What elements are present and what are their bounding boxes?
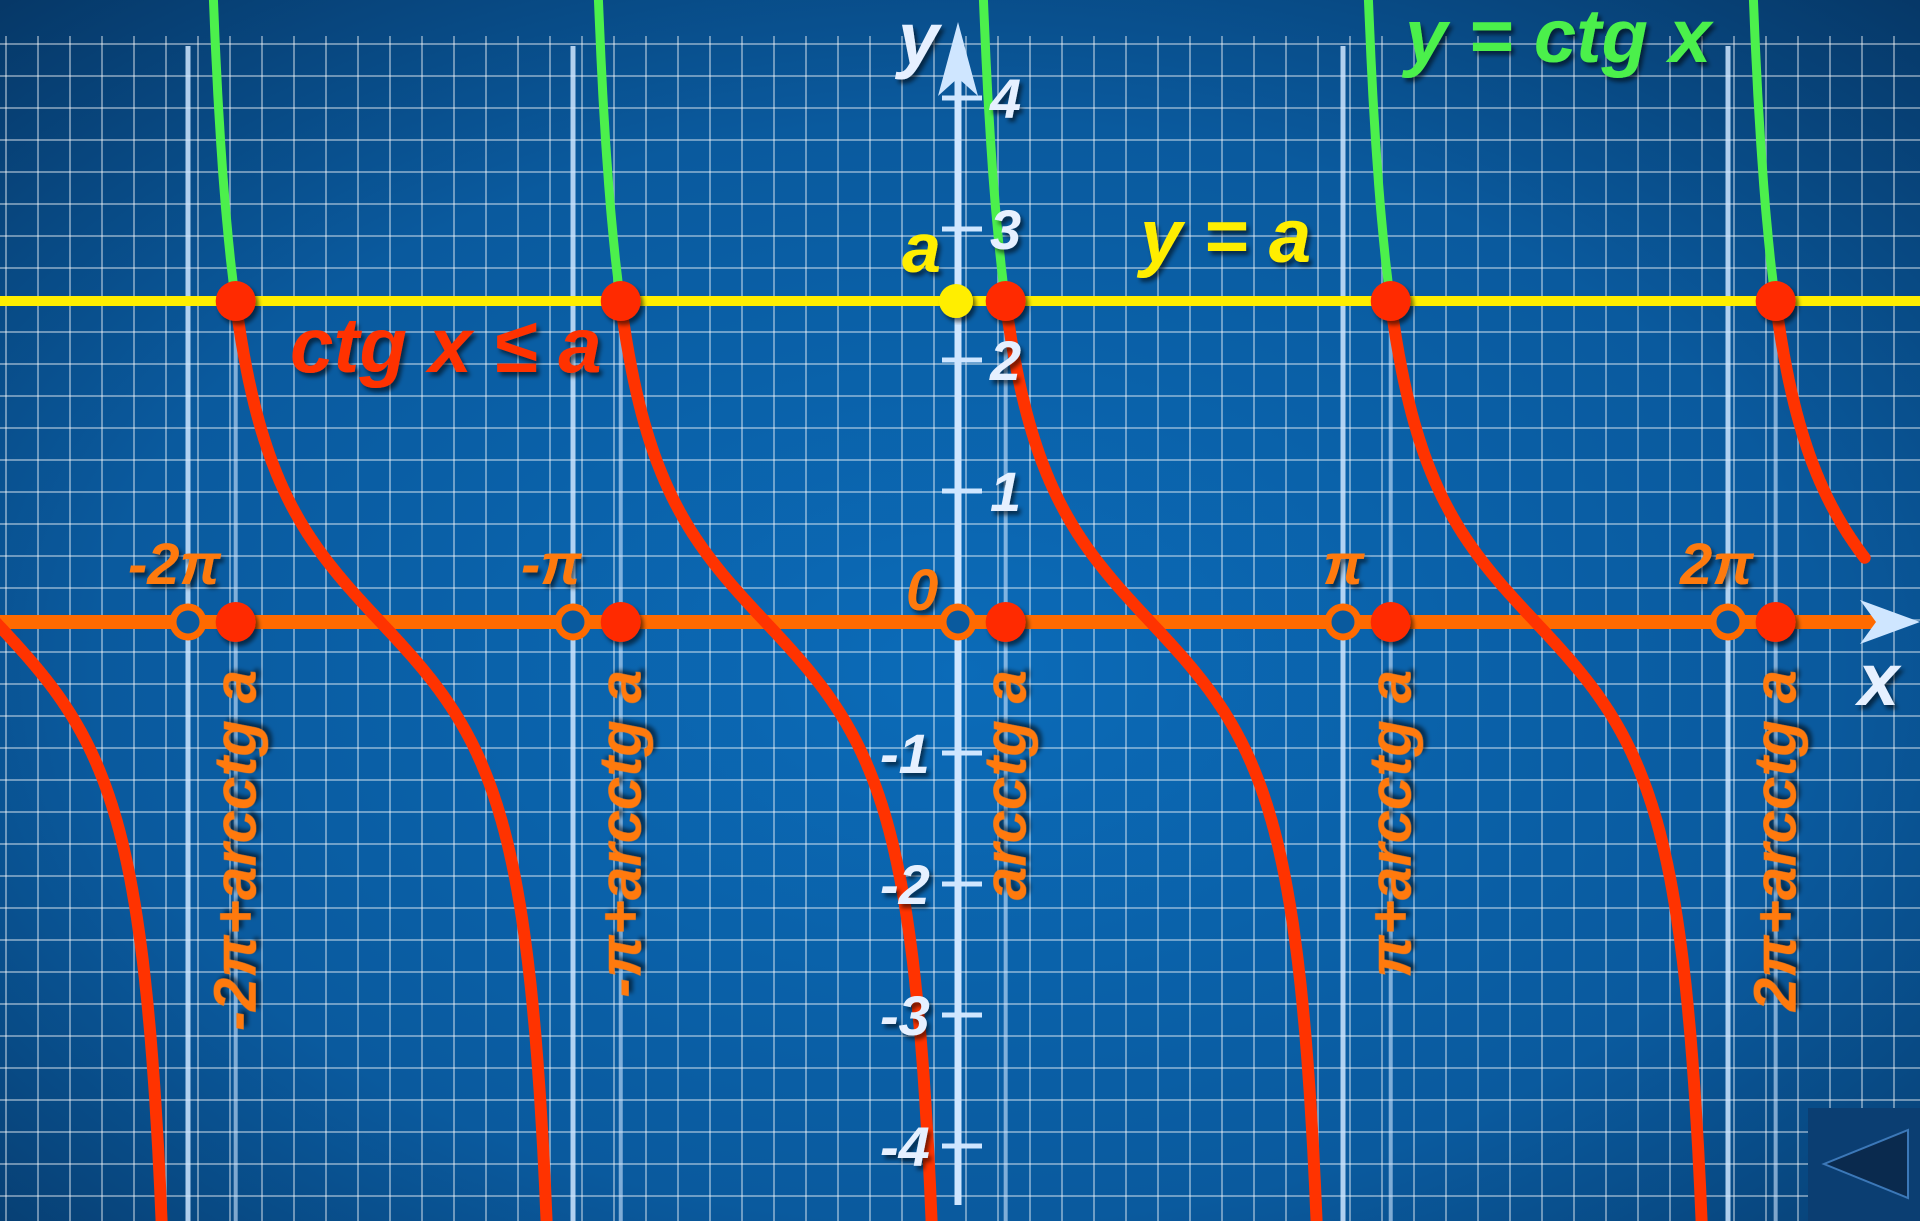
root-point-x-axis	[985, 602, 1026, 642]
excluded-point	[554, 603, 592, 641]
solution-curve-branch	[615, 299, 938, 1221]
excluded-point	[939, 603, 977, 641]
excluded-point	[1324, 603, 1362, 641]
root-label: 2π+arcctg a	[1742, 670, 1809, 1012]
root-point-a-line	[985, 281, 1026, 322]
pi-label: 2π	[1679, 532, 1754, 597]
y-tick-label: -4	[880, 1115, 930, 1178]
points	[169, 281, 1796, 642]
root-point-a-line	[215, 281, 256, 322]
pi-label: π	[1323, 532, 1365, 597]
y-tick-label: 3	[990, 198, 1021, 261]
root-point-x-axis	[1755, 602, 1796, 642]
excluded-point	[169, 603, 207, 641]
a-series-label: y = a	[1136, 194, 1311, 279]
root-label: π+arcctg a	[1357, 670, 1424, 978]
y-tick-label: 2	[989, 329, 1021, 392]
pi-label: -π	[521, 532, 582, 597]
triangle-left-icon	[1821, 1128, 1909, 1200]
x-axis-label: x	[1854, 638, 1902, 721]
solution-curve-branch	[0, 618, 168, 1221]
root-label: -π+arcctg a	[587, 670, 654, 998]
solution-curve-branch	[1385, 299, 1708, 1221]
inequality-label: ctg x ≤ a	[290, 301, 602, 389]
root-point-a-line	[1370, 281, 1411, 322]
y-tick-label: -2	[880, 853, 930, 916]
root-point-x-axis	[1370, 602, 1411, 642]
excluded-point	[1709, 603, 1747, 641]
y-tick-label: 1	[990, 460, 1021, 523]
y-axis-arrow	[938, 22, 978, 96]
origin-label: 0	[906, 558, 938, 623]
root-point-a-line	[1755, 281, 1796, 322]
pi-label: -2π	[128, 532, 222, 597]
back-button[interactable]	[1808, 1108, 1920, 1221]
x-axis-arrow	[1860, 600, 1920, 644]
labels: -4 -3 -2 -1 1 2 3 4 -2π -π 0 π 2π -2π+arcctg a -π+arcc…	[128, 0, 1902, 1178]
root-point-a-line	[600, 281, 641, 322]
a-point	[939, 284, 973, 319]
y-axis-label: y	[894, 0, 943, 80]
y-tick-label: 4	[989, 67, 1021, 130]
solution-curve-branch	[1770, 299, 1871, 564]
root-label: -2π+arcctg a	[202, 670, 269, 1031]
y-tick-label: -3	[880, 984, 930, 1047]
root-point-x-axis	[600, 602, 641, 642]
a-value-label: a	[902, 209, 941, 287]
root-point-x-axis	[215, 602, 256, 642]
root-label: arcctg a	[972, 670, 1039, 900]
ctg-series-label: y = ctg x	[1401, 0, 1714, 79]
y-tick-label: -1	[880, 722, 930, 785]
solution-curve-branch	[230, 299, 553, 1221]
solution-curve-branch	[1000, 299, 1323, 1221]
